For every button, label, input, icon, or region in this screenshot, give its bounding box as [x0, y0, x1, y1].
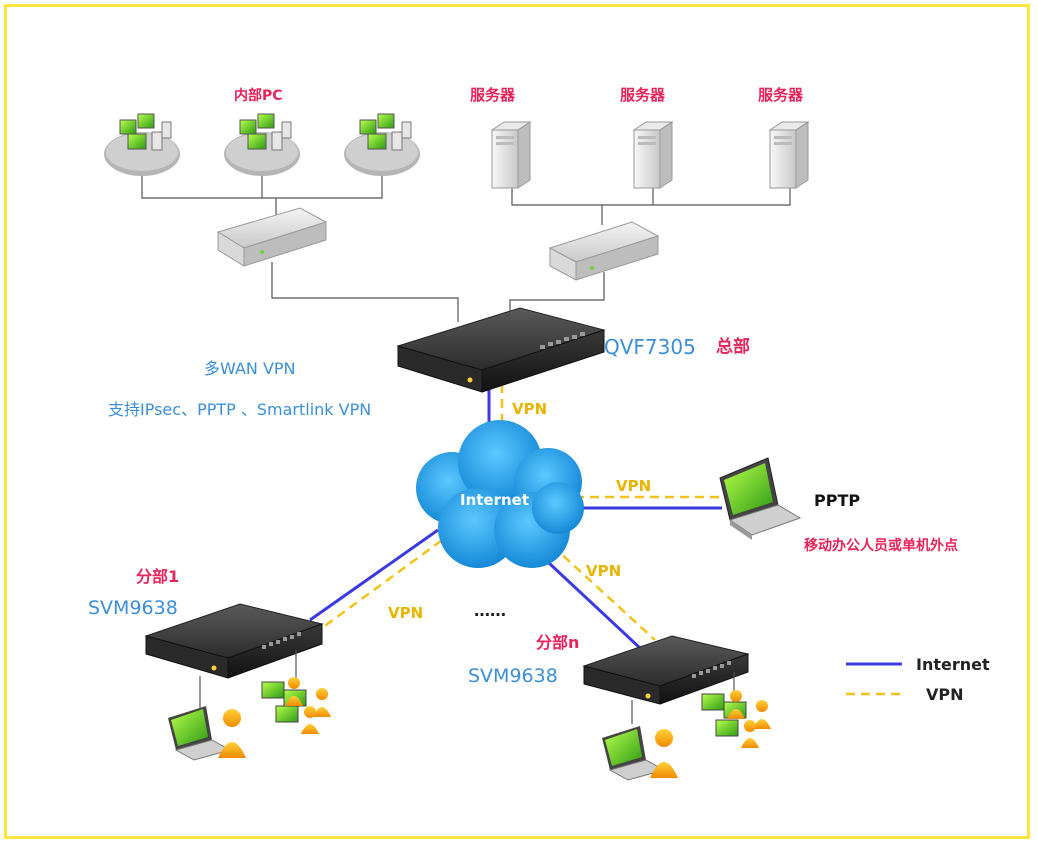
lan-switch-server [548, 221, 660, 281]
branch1-router [144, 603, 324, 679]
branch1-name: 分部1 [136, 567, 179, 586]
server-3 [768, 121, 810, 189]
branch1-user-laptop [168, 706, 246, 761]
pptp-laptop [719, 457, 802, 540]
vpn-label-branch1: VPN [388, 604, 423, 622]
hq-lan-wiring [141, 170, 791, 322]
branch1-user-group [261, 677, 331, 734]
pc-cluster-1 [104, 113, 180, 176]
hq-model-label: QVF7305 [604, 335, 696, 359]
branchn-router [582, 635, 750, 705]
hq-feature-line2: 支持IPsec、PPTP 、Smartlink VPN [108, 400, 371, 419]
pc-group-label: 内部PC [234, 87, 283, 104]
ellipsis: …… [474, 601, 506, 620]
diagram-frame [4, 4, 1030, 839]
vpn-label-hq: VPN [512, 400, 547, 418]
vpn-label-branchn: VPN [586, 562, 621, 580]
branchn-wiring [631, 672, 735, 724]
server-label-3: 服务器 [758, 86, 804, 104]
branchn-name: 分部n [536, 633, 579, 652]
internet-link-branch1 [309, 528, 439, 622]
internet-cloud-label: Internet [460, 491, 529, 509]
server-label-2: 服务器 [620, 86, 666, 104]
hq-role-label: 总部 [716, 336, 750, 357]
branchn-model: SVM9638 [468, 665, 558, 687]
pptp-subtitle: 移动办公人员或单机外点 [804, 537, 958, 554]
lan-switch-pc [216, 207, 328, 267]
branch1-model: SVM9638 [88, 597, 178, 619]
pc-cluster-2 [224, 113, 300, 176]
server-label-1: 服务器 [470, 86, 516, 104]
legend-vpn-label: VPN [926, 685, 964, 704]
pptp-title: PPTP [814, 491, 860, 510]
hq-feature-line1: 多WAN VPN [204, 359, 296, 378]
hq-router [396, 307, 606, 393]
pc-cluster-3 [344, 113, 420, 176]
legend-internet-label: Internet [916, 655, 990, 674]
server-1 [490, 121, 532, 189]
branchn-user-group [701, 690, 771, 748]
branch1-wiring [199, 650, 297, 712]
internet-link-branchn [533, 548, 642, 650]
internet-cloud [416, 420, 584, 568]
server-2 [632, 121, 674, 189]
legend: Internet VPN [846, 655, 990, 704]
branchn-user-laptop [602, 726, 678, 781]
vpn-label-pptp: VPN [616, 477, 651, 495]
